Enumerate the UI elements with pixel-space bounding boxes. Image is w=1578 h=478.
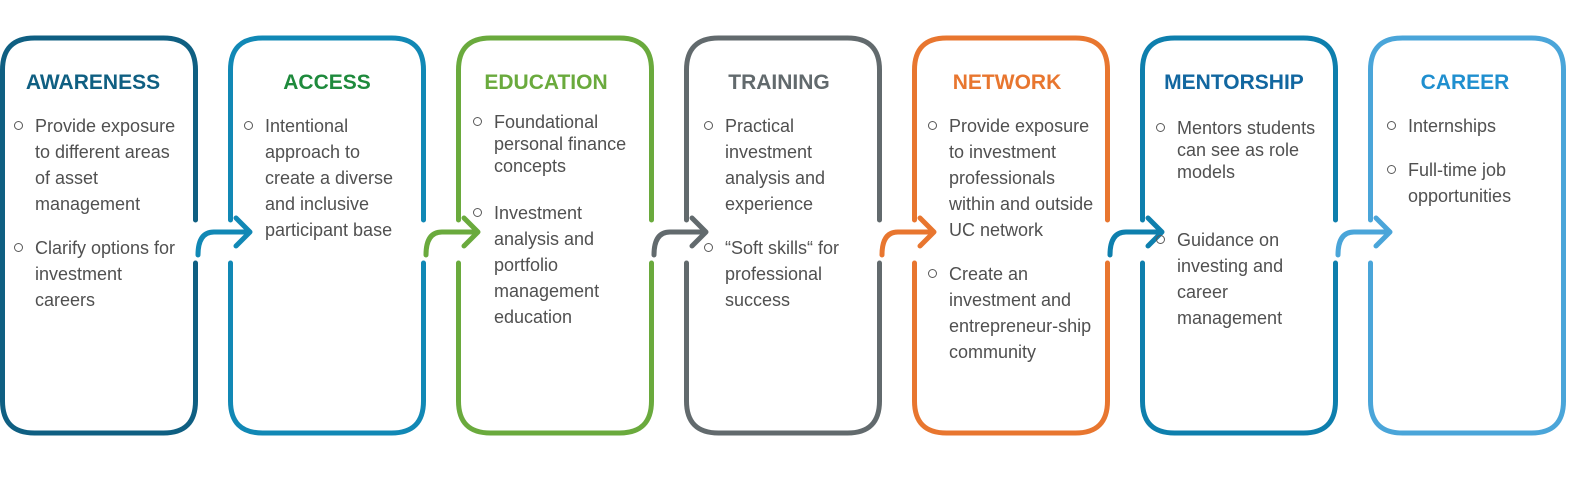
stage-frame-education-lower [456, 260, 654, 436]
training-item: “Soft skills“ for professional success [704, 235, 874, 313]
awareness-item: Clarify options for investment careers [14, 235, 184, 313]
arrowhead-mentorship [1145, 215, 1165, 249]
stage-frame-education-upper [456, 35, 654, 223]
education-items-bottom: Investment analysis and portfolio manage… [473, 200, 648, 348]
stage-frame-network-upper [912, 35, 1110, 223]
mentorship-items-top: Mentors students can see as role models [1156, 117, 1321, 201]
arrowhead-career [1373, 215, 1393, 249]
arrowhead-training [689, 215, 709, 249]
education-item: Investment analysis and portfolio manage… [473, 200, 648, 330]
awareness-title: AWARENESS [25, 71, 161, 94]
mentorship-item: Guidance on investing and career managem… [1156, 227, 1321, 331]
career-items: Internships Full-time job opportunities [1387, 113, 1562, 227]
training-title: TRAINING [728, 71, 830, 94]
stage-frame-access-upper [228, 35, 426, 223]
career-item: Full-time job opportunities [1387, 157, 1562, 209]
stage-frame-mentorship-upper [1140, 35, 1338, 223]
access-title: ACCESS [283, 71, 371, 94]
education-title: EDUCATION [484, 71, 608, 94]
stage-frame-awareness-lower [0, 260, 198, 436]
access-item: Intentional approach to create a diverse… [244, 113, 414, 243]
arrowhead-education [461, 215, 481, 249]
education-item: Foundational personal finance concepts [473, 111, 648, 177]
mentorship-title: MENTORSHIP [1164, 71, 1304, 94]
awareness-item: Provide exposure to different areas of a… [14, 113, 184, 217]
connector-arrow-career [1335, 229, 1391, 258]
network-items: Provide exposure to investment professio… [928, 113, 1103, 383]
mentorship-item: Mentors students can see as role models [1156, 117, 1321, 183]
network-title: NETWORK [952, 71, 1062, 94]
stage-frame-training-upper [684, 35, 882, 223]
stage-frame-career-lower [1368, 260, 1566, 436]
stage-frame-access-lower [228, 260, 426, 436]
training-item: Practical investment analysis and experi… [704, 113, 874, 217]
network-item: Provide exposure to investment professio… [928, 113, 1103, 243]
stage-frame-mentorship-lower [1140, 260, 1338, 436]
career-item: Internships [1387, 113, 1562, 139]
awareness-items: Provide exposure to different areas of a… [14, 113, 184, 331]
stage-frame-awareness-upper [0, 35, 198, 404]
connector-arrow-access [195, 229, 251, 258]
stage-frame-network-lower [912, 260, 1110, 436]
training-items: Practical investment analysis and experi… [704, 113, 874, 331]
access-items: Intentional approach to create a diverse… [244, 113, 414, 261]
network-item: Create an investment and entrepreneur-sh… [928, 261, 1103, 365]
education-items-top: Foundational personal finance concepts [473, 111, 648, 195]
mentorship-items-bottom: Guidance on investing and career managem… [1156, 227, 1321, 349]
stage-frame-career-upper [1368, 35, 1566, 404]
stage-frame-training-lower [684, 260, 882, 436]
connector-arrow-mentorship [1107, 229, 1163, 258]
connector-arrow-training [651, 229, 707, 258]
career-title: CAREER [1420, 71, 1510, 94]
arrowhead-network [917, 215, 937, 249]
connector-arrow-network [879, 229, 935, 258]
arrowhead-access [233, 215, 253, 249]
connector-arrow-education [423, 229, 479, 258]
